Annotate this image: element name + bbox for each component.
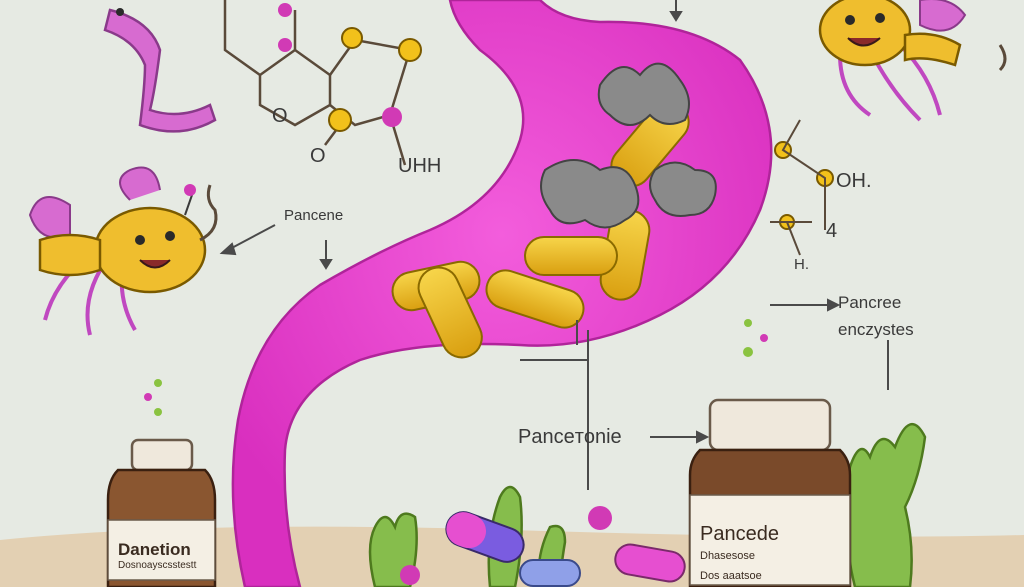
bottle-right — [688, 398, 852, 587]
capsule — [417, 266, 483, 359]
label-oh: OH. — [836, 170, 872, 192]
bottle-left-subtitle: Dosnoayscsstestt — [118, 560, 197, 571]
chemical-structure — [223, 0, 412, 166]
creature-left — [28, 166, 218, 336]
label-enczystes: enczystes — [838, 320, 914, 339]
label-o-ring: O — [272, 105, 288, 127]
bottle-right-footer: Dos aaatsoe — [700, 570, 762, 582]
creature-worm — [103, 8, 217, 133]
bottle-right-subtitle: Dhasesose — [700, 550, 756, 562]
bottle-right-title: Pancede — [700, 523, 779, 545]
floor-capsules — [400, 506, 686, 587]
grey-molecules — [540, 62, 717, 229]
label-h: H. — [794, 256, 809, 273]
label-pancetonie: Panceтonie — [518, 426, 622, 448]
right-structure — [770, 119, 826, 256]
label-pancene: Pancene — [284, 207, 344, 224]
bubbles — [144, 319, 768, 416]
label-pancree: Pancree — [838, 293, 902, 312]
label-four: 4 — [826, 220, 838, 242]
label-o-left: O — [310, 145, 326, 167]
capsule — [485, 269, 585, 329]
arrows — [219, 0, 889, 490]
capsule — [524, 236, 618, 276]
label-uhh: UHH — [398, 155, 442, 177]
creature-right — [818, 0, 1007, 122]
bottle-left-title: Danetion — [118, 540, 191, 559]
bottle-left — [106, 438, 217, 587]
